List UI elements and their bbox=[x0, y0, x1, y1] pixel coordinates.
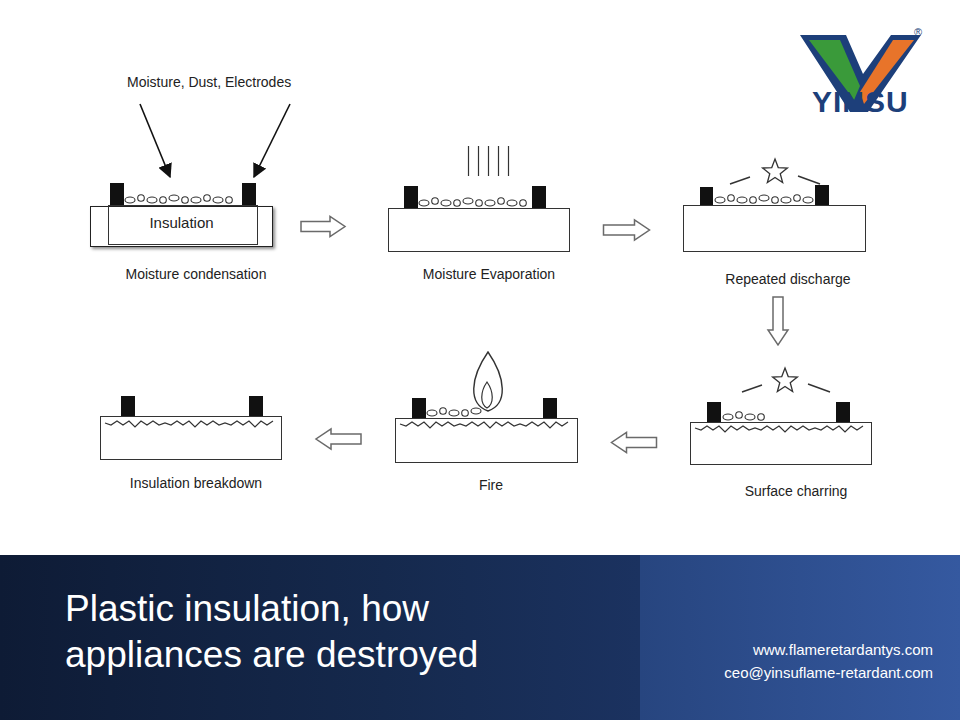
footer-panel bbox=[640, 555, 960, 720]
vapor-line bbox=[498, 146, 499, 176]
flame bbox=[474, 352, 503, 411]
stage-label: Moisture condensation bbox=[126, 266, 267, 283]
moisture-drop bbox=[736, 412, 743, 419]
moisture-drop bbox=[160, 197, 167, 204]
charred-surface bbox=[105, 421, 273, 427]
moisture-drop bbox=[440, 408, 447, 415]
electrode bbox=[404, 186, 418, 208]
electrode bbox=[700, 187, 713, 205]
flow-arrow bbox=[604, 220, 650, 240]
dust-particle bbox=[485, 200, 495, 206]
dust-particle bbox=[191, 197, 201, 203]
dust-particle bbox=[745, 414, 755, 420]
dust-particle bbox=[507, 200, 517, 206]
electrode bbox=[836, 402, 850, 422]
stage-block: Repeated discharge bbox=[683, 205, 866, 252]
vapor-line bbox=[468, 146, 469, 176]
dust-particle bbox=[723, 414, 733, 420]
flow-arrow bbox=[301, 217, 345, 237]
moisture-drop bbox=[432, 198, 439, 205]
dust-particle bbox=[213, 197, 223, 203]
flow-arrow bbox=[612, 433, 657, 453]
flow-arrow bbox=[768, 297, 788, 345]
moisture-drop bbox=[182, 197, 189, 204]
moisture-drop bbox=[758, 414, 765, 421]
moisture-drop bbox=[728, 195, 735, 202]
page-title: Plastic insulation, how appliances are d… bbox=[65, 586, 585, 679]
discharge-spark bbox=[773, 368, 798, 392]
dust-particle bbox=[759, 195, 769, 201]
electrode bbox=[543, 398, 557, 418]
electrode bbox=[815, 185, 829, 205]
dust-particle bbox=[441, 200, 451, 206]
moisture-drop bbox=[138, 195, 145, 202]
dust-particle bbox=[737, 197, 747, 203]
pointer-arrow bbox=[254, 104, 290, 177]
stage-label: Insulation breakdown bbox=[130, 475, 262, 492]
discharge-dash bbox=[798, 176, 820, 184]
website-text: www.flameretardantys.com bbox=[753, 641, 933, 659]
stage-block: Moisture condensation bbox=[108, 205, 258, 245]
electrode bbox=[121, 396, 135, 416]
email-text: ceo@yinsuflame-retardant.com bbox=[724, 664, 933, 682]
discharge-dash bbox=[808, 384, 830, 392]
electrode bbox=[707, 402, 721, 422]
stage-block: Fire bbox=[395, 418, 578, 463]
electrode bbox=[412, 398, 426, 418]
electrode bbox=[242, 183, 256, 205]
electrode bbox=[532, 186, 546, 208]
stage-label: Repeated discharge bbox=[725, 271, 850, 288]
pointer-arrow bbox=[140, 104, 170, 177]
insulation-box: Insulation bbox=[90, 206, 273, 247]
electrode bbox=[110, 183, 124, 205]
stage-label: Moisture Evaporation bbox=[423, 266, 555, 283]
dust-particle bbox=[715, 197, 725, 203]
electrode bbox=[249, 396, 263, 416]
vapor-line bbox=[488, 146, 489, 176]
moisture-drop bbox=[498, 198, 505, 205]
dust-particle bbox=[427, 410, 437, 416]
dust-particle bbox=[169, 195, 179, 201]
charred-surface bbox=[400, 422, 568, 428]
stage-block: Surface charring bbox=[690, 422, 872, 465]
dust-particle bbox=[803, 197, 813, 203]
vapor-line bbox=[508, 146, 509, 176]
moisture-drop bbox=[520, 200, 527, 207]
moisture-drop bbox=[226, 197, 233, 204]
discharge-dash bbox=[730, 177, 750, 184]
moisture-drop bbox=[454, 200, 461, 207]
dust-particle bbox=[449, 410, 459, 416]
dust-particle bbox=[125, 197, 135, 203]
moisture-drop bbox=[204, 195, 211, 202]
flame-core bbox=[482, 382, 493, 408]
flow-arrow bbox=[316, 429, 361, 449]
stage-label: Surface charring bbox=[745, 483, 848, 500]
discharge-dash bbox=[742, 385, 762, 392]
dust-particle bbox=[463, 198, 473, 204]
stage-block: Moisture Evaporation bbox=[388, 208, 570, 252]
moisture-drop bbox=[462, 410, 469, 417]
dust-particle bbox=[419, 200, 429, 206]
pointer-label: Moisture, Dust, Electrodes bbox=[127, 74, 291, 91]
trademark-mark: ® bbox=[914, 26, 922, 39]
stage-block: Insulation breakdown bbox=[100, 416, 282, 460]
moisture-drop bbox=[750, 197, 757, 204]
moisture-drop bbox=[476, 200, 483, 207]
box-label: Insulation bbox=[91, 214, 272, 232]
vapor-line bbox=[478, 146, 479, 176]
moisture-drop bbox=[794, 195, 801, 202]
dust-particle bbox=[147, 197, 157, 203]
stage-label: Fire bbox=[479, 477, 503, 494]
logo-text: YINSU bbox=[812, 84, 909, 120]
dust-particle bbox=[781, 197, 791, 203]
charred-surface bbox=[695, 426, 863, 432]
dust-particle bbox=[471, 408, 481, 414]
discharge-spark bbox=[763, 159, 788, 183]
moisture-drop bbox=[772, 197, 779, 204]
